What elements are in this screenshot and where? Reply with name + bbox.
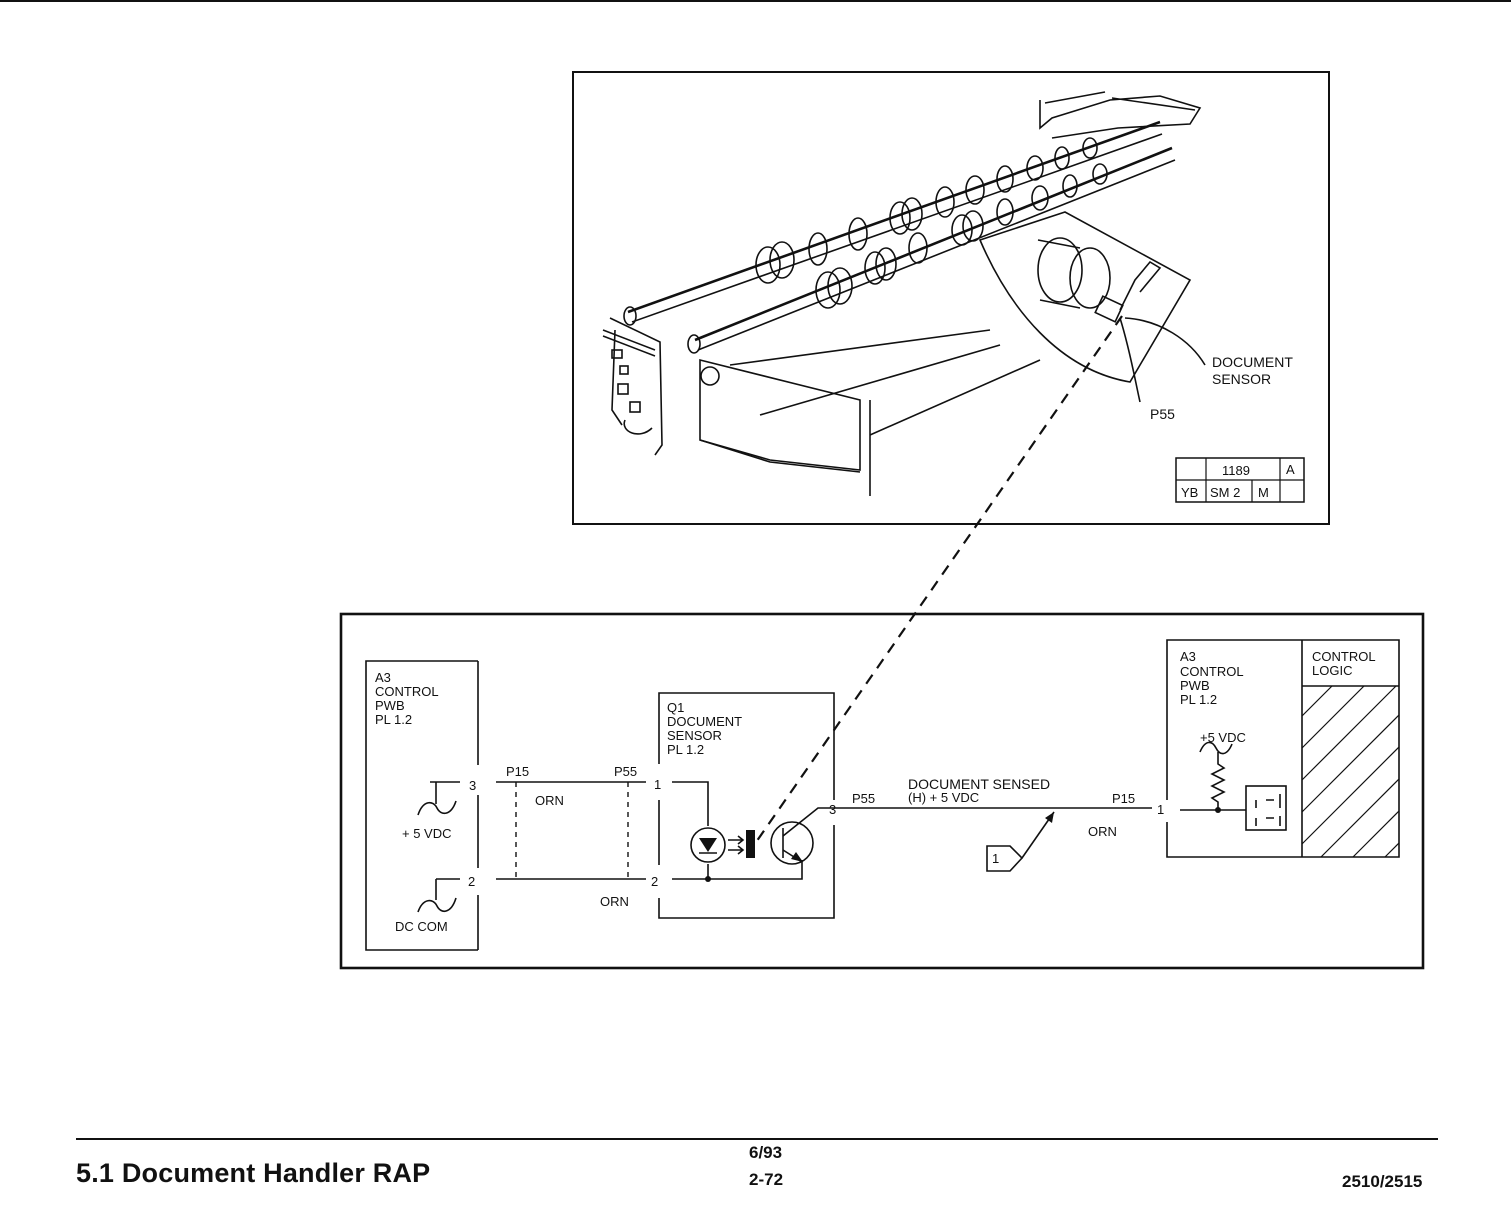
wire-conn-p55: P55 [614, 764, 637, 779]
illustration-frame [573, 72, 1329, 524]
right-block-line3: PWB [1180, 678, 1210, 693]
sensor-block-line1: Q1 [667, 700, 684, 715]
ref-box-c1: YB [1181, 485, 1198, 500]
document-sensed-signal: P55 DOCUMENT SENSED (H) + 5 VDC P15 ORN … [846, 776, 1164, 871]
sensor-block-line3: SENSOR [667, 728, 722, 743]
wire-conn-p15: P15 [506, 764, 529, 779]
left-block-line4: PL 1.2 [375, 712, 412, 727]
signal-conn-p15: P15 [1112, 791, 1135, 806]
right-block-line1: A3 [1180, 649, 1196, 664]
reference-box: 1189 A YB SM 2 M [1176, 458, 1304, 502]
ground-symbol-icon [418, 898, 456, 912]
footer-page-number: 2-72 [749, 1170, 783, 1190]
sensor-block-line4: PL 1.2 [667, 742, 704, 757]
wire-color-top: ORN [535, 793, 564, 808]
ref-box-c2: SM 2 [1210, 485, 1240, 500]
left-block-line2: CONTROL [375, 684, 439, 699]
control-logic-hatch [1302, 686, 1399, 857]
sensor-flag-icon [746, 830, 755, 858]
sensor-pin-1: 1 [654, 777, 661, 792]
control-logic-line1: CONTROL [1312, 649, 1376, 664]
callout-document-sensor-line2: SENSOR [1212, 371, 1271, 387]
ref-box-rev: A [1286, 462, 1295, 477]
left-block-line3: PWB [375, 698, 405, 713]
supply-symbol-icon [418, 801, 456, 815]
left-supply-label: + 5 VDC [402, 826, 452, 841]
sensor-pin-2: 2 [651, 874, 658, 889]
junction-dot [705, 876, 711, 882]
left-pin-3: 3 [469, 778, 476, 793]
right-block-line4: PL 1.2 [1180, 692, 1217, 707]
callout-document-sensor-line1: DOCUMENT [1212, 354, 1293, 370]
footer-date: 6/93 [749, 1143, 782, 1163]
signal-color: ORN [1088, 824, 1117, 839]
sensor-block-line2: DOCUMENT [667, 714, 742, 729]
document-handler-illustration [603, 92, 1205, 496]
dashed-leader [752, 316, 1122, 848]
signal-conn-p55: P55 [852, 791, 875, 806]
control-logic-line2: LOGIC [1312, 663, 1352, 678]
q1-document-sensor-block: Q1 DOCUMENT SENSOR PL 1.2 1 2 3 [651, 693, 846, 918]
signal-label-line2: (H) + 5 VDC [908, 790, 979, 805]
wire-color-bottom: ORN [600, 894, 629, 909]
schematic-frame [341, 614, 1423, 968]
footer-model: 2510/2515 [1342, 1172, 1422, 1192]
callout-p55: P55 [1150, 406, 1175, 422]
left-ground-label: DC COM [395, 919, 448, 934]
footer-rule [76, 1138, 1438, 1140]
ref-box-c3: M [1258, 485, 1269, 500]
test-point-number: 1 [992, 851, 999, 866]
sensor-pin-3: 3 [829, 802, 836, 817]
footer-title: 5.1 Document Handler RAP [76, 1158, 430, 1189]
signal-pin-1: 1 [1157, 802, 1164, 817]
right-block-line2: CONTROL [1180, 664, 1244, 679]
left-block-line1: A3 [375, 670, 391, 685]
left-pin-2: 2 [468, 874, 475, 889]
left-wire-harness: P15 P55 ORN ORN [496, 764, 646, 909]
left-control-pwb-block: A3 CONTROL PWB PL 1.2 + 5 VDC DC COM 3 2 [366, 661, 478, 950]
ref-box-number: 1189 [1222, 463, 1250, 478]
right-control-pwb-block: A3 CONTROL PWB PL 1.2 +5 VDC CONTROL LOG… [1167, 640, 1399, 857]
pullup-resistor-icon [1212, 752, 1224, 810]
